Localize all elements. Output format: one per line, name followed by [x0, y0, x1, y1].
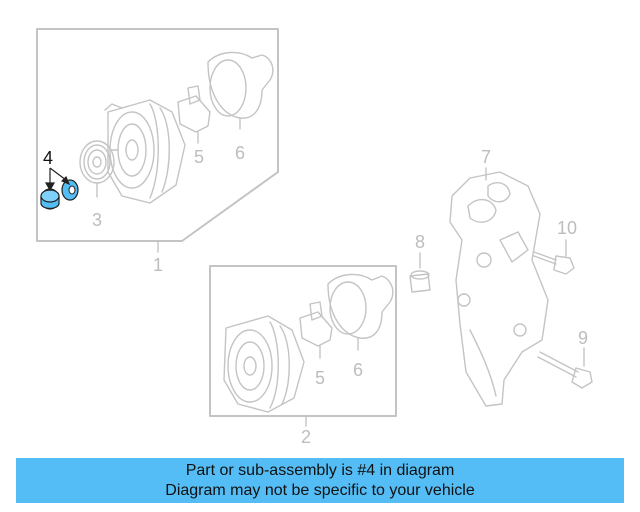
callout-label-2[interactable]: 2	[300, 427, 311, 447]
callout-label-5-lower[interactable]: 5	[314, 368, 325, 388]
regulator-upper	[177, 85, 211, 144]
callout-label-9[interactable]: 9	[577, 328, 588, 348]
assembly-2-frame	[209, 265, 397, 417]
mounting-bracket	[449, 167, 549, 407]
callout-4-leader	[44, 167, 71, 192]
info-banner: Part or sub-assembly is #4 in diagram Di…	[16, 458, 624, 503]
sleeve-bushing	[409, 252, 431, 293]
callout-label-8[interactable]: 8	[414, 232, 425, 252]
rear-cap-lower	[327, 273, 394, 351]
rear-cap-upper	[207, 51, 274, 130]
pulley-nut[interactable]	[40, 188, 60, 210]
bolt-long	[537, 347, 593, 389]
alternator-upper	[104, 99, 186, 204]
callout-label-1[interactable]: 1	[152, 255, 163, 275]
banner-line-part: Part or sub-assembly is #4 in diagram	[185, 462, 455, 479]
callout-label-3[interactable]: 3	[91, 210, 102, 230]
assembly-1-frame	[36, 28, 279, 242]
callout-label-7[interactable]: 7	[480, 147, 491, 167]
callout-label-6-lower[interactable]: 6	[352, 360, 363, 380]
pulley-washer[interactable]	[61, 179, 79, 201]
regulator-lower	[299, 301, 333, 359]
callout-label-10[interactable]: 10	[556, 218, 578, 238]
callout-label-6-upper[interactable]: 6	[234, 143, 245, 163]
callout-label-5-upper[interactable]: 5	[193, 147, 204, 167]
bolt-short	[533, 239, 575, 275]
pulley-upper	[79, 140, 115, 198]
banner-line-disclaimer: Diagram may not be specific to your vehi…	[165, 482, 475, 499]
alternator-lower	[223, 315, 305, 413]
callout-label-4[interactable]: 4	[42, 148, 53, 168]
highlighted-part-4[interactable]	[40, 167, 79, 210]
